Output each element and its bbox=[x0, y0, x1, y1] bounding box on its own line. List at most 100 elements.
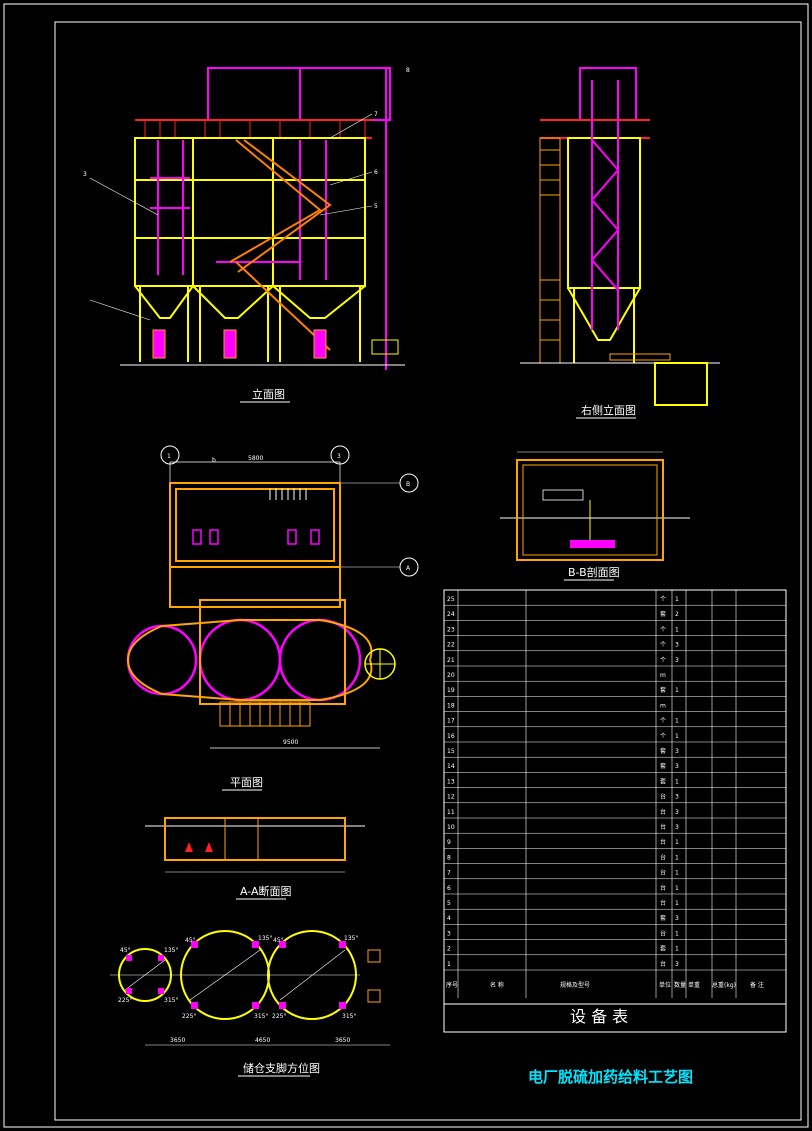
bracket-dim-1: 3650 bbox=[170, 1037, 185, 1044]
table-header-cell: 规格及型号 bbox=[560, 981, 590, 989]
angle-3: 45° bbox=[273, 937, 284, 944]
table-row: 13 套 1 bbox=[444, 777, 786, 788]
plan-view: 1 3 B A b 5800 bbox=[126, 445, 419, 791]
drawing-title: 电厂脱硫加药给料工艺图 bbox=[528, 1068, 693, 1086]
row-number: 20 bbox=[447, 672, 455, 679]
row-qty: 3 bbox=[675, 642, 679, 649]
row-qty: 1 bbox=[675, 854, 679, 861]
row-unit: 套 bbox=[660, 610, 666, 618]
row-number: 4 bbox=[447, 915, 451, 922]
axis-a-label: A bbox=[406, 565, 411, 572]
plan-title: 平面图 bbox=[230, 776, 263, 789]
row-unit: 台 bbox=[660, 808, 666, 816]
row-qty: 1 bbox=[675, 596, 679, 603]
table-header-cell: 名 称 bbox=[490, 981, 504, 989]
angle-4: 135° bbox=[164, 947, 178, 954]
right-elevation-title: 右侧立面图 bbox=[581, 403, 636, 417]
row-qty: 3 bbox=[675, 961, 679, 968]
row-qty: 3 bbox=[675, 809, 679, 816]
table-header-cell: 序号 bbox=[446, 981, 458, 989]
row-qty: 3 bbox=[675, 657, 679, 664]
row-number: 10 bbox=[447, 824, 455, 831]
row-qty: 3 bbox=[675, 915, 679, 922]
angle-9: 225° bbox=[272, 1013, 286, 1020]
row-unit: 台 bbox=[660, 853, 666, 861]
plan-b-mark: b bbox=[212, 457, 216, 464]
svg-text:8: 8 bbox=[406, 67, 410, 74]
row-number: 14 bbox=[447, 763, 455, 770]
row-unit: 台 bbox=[660, 869, 666, 877]
row-qty: 1 bbox=[675, 718, 679, 725]
row-qty: 1 bbox=[675, 870, 679, 877]
row-unit: 套 bbox=[660, 747, 666, 755]
row-number: 18 bbox=[447, 702, 455, 709]
row-number: 16 bbox=[447, 733, 455, 740]
row-number: 2 bbox=[447, 946, 451, 953]
row-qty: 1 bbox=[675, 900, 679, 907]
row-number: 13 bbox=[447, 778, 455, 785]
angle-11: 315° bbox=[254, 1013, 268, 1020]
row-number: 24 bbox=[447, 611, 455, 618]
row-qty: 1 bbox=[675, 839, 679, 846]
row-number: 11 bbox=[447, 809, 455, 816]
row-unit: m bbox=[660, 672, 666, 679]
table-header-cell: 总重(kg) bbox=[712, 981, 736, 989]
table-row: 11 台 3 bbox=[444, 808, 786, 819]
table-row: 10 台 3 bbox=[444, 823, 786, 834]
row-number: 22 bbox=[447, 642, 455, 649]
row-number: 17 bbox=[447, 718, 455, 725]
section-aa-title: A-A断面图 bbox=[240, 884, 292, 898]
row-qty: 3 bbox=[675, 824, 679, 831]
axis-3-label: 3 bbox=[337, 453, 341, 460]
row-unit: 台 bbox=[660, 929, 666, 937]
equipment-table-title: 设 备 表 bbox=[570, 1007, 628, 1026]
row-number: 19 bbox=[447, 687, 455, 694]
table-header-cell: 备 注 bbox=[750, 981, 764, 989]
right-elevation-view: 右侧立面图 bbox=[520, 67, 720, 419]
row-qty: 3 bbox=[675, 748, 679, 755]
angle-2: 45° bbox=[185, 937, 196, 944]
section-bb-view: B-B剖面图 bbox=[500, 451, 690, 581]
table-row: 22 个 3 bbox=[444, 642, 786, 652]
bracket-dim-2: 4650 bbox=[255, 1037, 270, 1044]
svg-text:6: 6 bbox=[374, 169, 378, 176]
row-number: 21 bbox=[447, 657, 455, 664]
row-number: 23 bbox=[447, 626, 455, 633]
row-unit: 个 bbox=[660, 642, 666, 649]
row-qty: 1 bbox=[675, 626, 679, 633]
angle-12: 315° bbox=[342, 1013, 356, 1020]
equipment-table-header: 序号名 称规格及型号单位数量单重总重(kg)备 注 bbox=[446, 981, 764, 989]
section-aa-view: A-A断面图 bbox=[145, 817, 365, 900]
row-number: 25 bbox=[447, 596, 455, 603]
row-number: 6 bbox=[447, 885, 451, 892]
row-unit: 台 bbox=[660, 884, 666, 892]
row-qty: 3 bbox=[675, 763, 679, 770]
row-qty: 1 bbox=[675, 946, 679, 953]
row-unit: 台 bbox=[660, 823, 666, 831]
row-unit: 套 bbox=[660, 777, 666, 785]
row-unit: 台 bbox=[660, 899, 666, 907]
bracket-layout-title: 储仓支脚方位图 bbox=[243, 1061, 320, 1075]
table-row: 20 m bbox=[444, 672, 786, 682]
front-elevation-view: 3 7 6 5 8 立面图 bbox=[83, 67, 410, 403]
row-qty: 1 bbox=[675, 778, 679, 785]
plan-top-dim: 5800 bbox=[248, 455, 263, 462]
row-unit: 套 bbox=[660, 762, 666, 770]
angle-6: 135° bbox=[344, 935, 358, 942]
angle-8: 225° bbox=[182, 1013, 196, 1020]
